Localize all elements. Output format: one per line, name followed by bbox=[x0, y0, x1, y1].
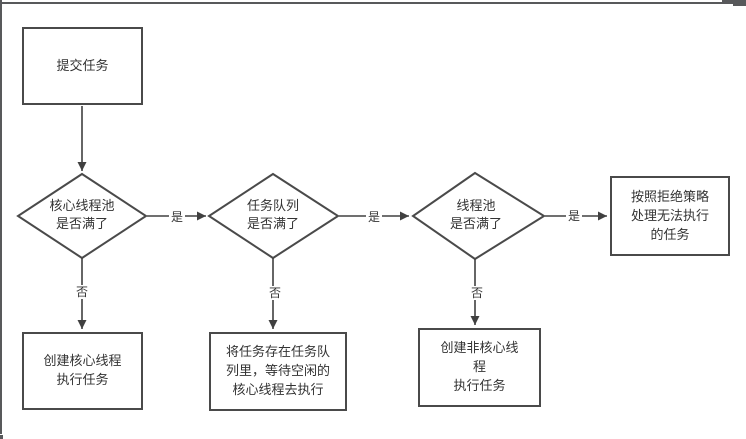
node-reject-policy: 按照拒绝策略 处理无法执行 的任务 bbox=[610, 176, 730, 256]
node-create-noncore-thread: 创建非核心线 程 执行任务 bbox=[418, 328, 541, 407]
frame-left-line bbox=[0, 0, 2, 434]
edge-label-yes-2: 是 bbox=[365, 210, 383, 224]
frame-tick-bottom-left bbox=[0, 435, 3, 439]
label-core-pool-full: 核心线程池 是否满了 bbox=[49, 199, 115, 232]
edge-label-no-1: 否 bbox=[73, 285, 91, 299]
label-thread-pool-full: 线程池 是否满了 bbox=[449, 199, 503, 232]
node-create-core-thread: 创建核心线程 执行任务 bbox=[22, 332, 143, 410]
edge-label-yes-1: 是 bbox=[168, 210, 186, 224]
edge-label-no-3: 否 bbox=[468, 286, 486, 300]
label-task-queue-full: 任务队列 是否满了 bbox=[246, 199, 300, 232]
frame-top-line bbox=[0, 2, 746, 4]
edge-label-yes-3: 是 bbox=[565, 209, 583, 223]
edge-label-no-2: 否 bbox=[266, 286, 284, 300]
frame-corner-top-right bbox=[722, 0, 746, 6]
node-submit-task: 提交任务 bbox=[22, 27, 143, 105]
node-store-in-queue: 将任务存在任务队 列里，等待空闲的 核心线程去执行 bbox=[209, 332, 347, 411]
